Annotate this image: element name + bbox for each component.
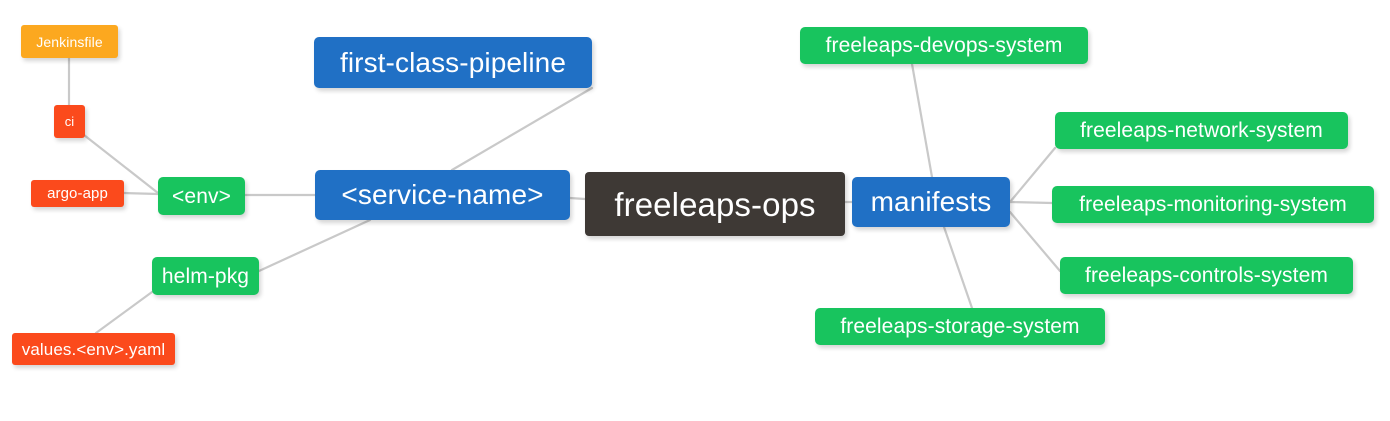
edge-manifests-network bbox=[1008, 146, 1057, 204]
node-label-helm-pkg: helm-pkg bbox=[161, 264, 250, 288]
node-jenkinsfile[interactable]: Jenkinsfile bbox=[21, 25, 118, 58]
node-label-jenkinsfile: Jenkinsfile bbox=[36, 33, 103, 50]
node-freeleaps-controls-system[interactable]: freeleaps-controls-system bbox=[1060, 257, 1353, 294]
node-env[interactable]: <env> bbox=[158, 177, 245, 215]
node-label-manifests: manifests bbox=[870, 186, 992, 217]
edge-helmpkg-values bbox=[94, 290, 154, 335]
node-ci[interactable]: ci bbox=[54, 105, 85, 138]
node-label-network-system: freeleaps-network-system bbox=[1080, 119, 1323, 142]
node-values-yaml[interactable]: values.<env>.yaml bbox=[12, 333, 175, 365]
node-service-name[interactable]: <service-name> bbox=[315, 170, 570, 220]
node-label-devops-system: freeleaps-devops-system bbox=[825, 34, 1063, 57]
node-freeleaps-devops-system[interactable]: freeleaps-devops-system bbox=[800, 27, 1088, 64]
node-freeleaps-network-system[interactable]: freeleaps-network-system bbox=[1055, 112, 1348, 149]
node-freeleaps-monitoring-system[interactable]: freeleaps-monitoring-system bbox=[1052, 186, 1374, 223]
node-helm-pkg[interactable]: helm-pkg bbox=[152, 257, 259, 295]
node-label-freeleaps-ops: freeleaps-ops bbox=[614, 185, 816, 223]
edge-servicename-helmpkg bbox=[257, 218, 372, 273]
node-label-monitoring-system: freeleaps-monitoring-system bbox=[1079, 193, 1347, 216]
edge-manifests-monitoring bbox=[1008, 200, 1054, 205]
node-label-storage-system: freeleaps-storage-system bbox=[840, 315, 1080, 338]
node-label-argo-app: argo-app bbox=[47, 185, 108, 202]
node-root-freeleaps-ops[interactable]: freeleaps-ops bbox=[585, 172, 845, 236]
node-freeleaps-storage-system[interactable]: freeleaps-storage-system bbox=[815, 308, 1105, 345]
edge-servicename-root bbox=[568, 196, 587, 201]
edge-manifests-storage bbox=[942, 225, 974, 310]
edge-servicename-pipeline bbox=[450, 86, 594, 172]
edge-manifests-devops bbox=[910, 62, 934, 179]
node-label-ci: ci bbox=[64, 114, 75, 129]
node-manifests[interactable]: manifests bbox=[852, 177, 1010, 227]
node-label-first-class-pipeline: first-class-pipeline bbox=[339, 46, 567, 78]
node-label-controls-system: freeleaps-controls-system bbox=[1085, 264, 1328, 287]
node-label-service-name: <service-name> bbox=[341, 179, 544, 210]
node-first-class-pipeline[interactable]: first-class-pipeline bbox=[314, 37, 592, 88]
node-argo-app[interactable]: argo-app bbox=[31, 180, 124, 207]
edge-argoapp-env bbox=[122, 191, 160, 196]
node-label-env: <env> bbox=[172, 184, 231, 208]
node-label-values-yaml: values.<env>.yaml bbox=[21, 339, 166, 359]
